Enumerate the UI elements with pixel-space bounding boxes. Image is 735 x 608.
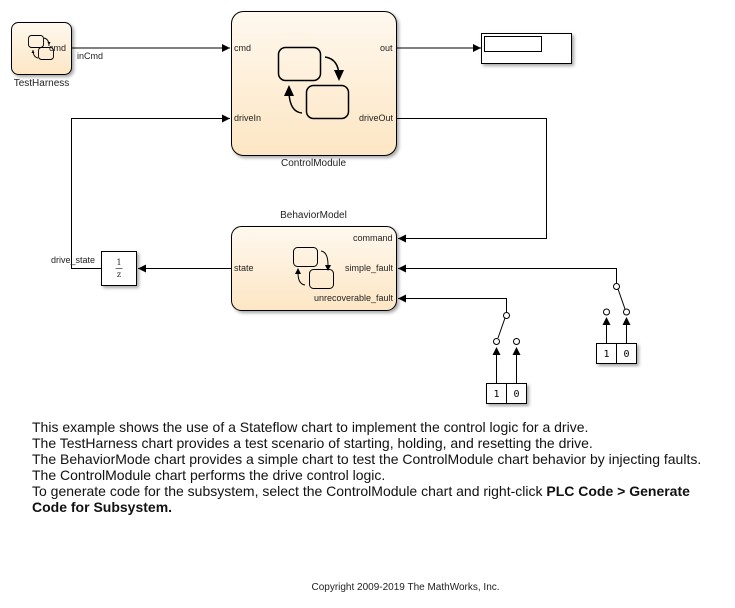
port-label-drivein: driveIn — [234, 113, 262, 123]
line-driveout[interactable] — [397, 118, 547, 243]
description-line-generate: To generate code for the subsystem, sele… — [32, 483, 702, 515]
description-line: The ControlModule chart performs the dri… — [32, 467, 386, 483]
block-name-behaviormodel[interactable]: BehaviorModel — [280, 210, 347, 221]
transition-arrow-icon — [31, 42, 51, 53]
test-harness-block[interactable] — [11, 22, 72, 75]
constant-zero: 0 — [623, 349, 629, 360]
stateflow-chart-icon — [293, 247, 334, 289]
port-label-driveout: driveOut — [359, 113, 394, 123]
manual-switch-b[interactable] — [602, 283, 631, 345]
manual-switch-a[interactable] — [492, 312, 521, 385]
menu-path-text: PLC Code > Generate Code for Subsystem. — [32, 483, 690, 515]
port-label-cmd: cmd — [234, 43, 252, 53]
port-label-simple-fault: simple_fault — [345, 263, 394, 273]
line-unrecoverable-fault[interactable] — [398, 294, 507, 313]
signal-lines — [71, 44, 617, 313]
signal-label-incmd[interactable]: inCmd — [77, 51, 104, 61]
signal-label-drive-state[interactable]: drive_state — [51, 255, 96, 265]
unit-delay-numerator: 1 — [116, 258, 121, 267]
line-drive-state[interactable] — [71, 114, 231, 269]
control-module-block[interactable] — [231, 11, 397, 156]
port-label-command: command — [353, 233, 393, 243]
block-name-controlmodule[interactable]: ControlModule — [280, 158, 347, 169]
transition-arrow-icon — [284, 70, 344, 96]
line-simple-fault[interactable] — [398, 264, 617, 284]
constant-zero: 0 — [513, 389, 519, 400]
description-line: The TestHarness chart provides a test sc… — [32, 435, 593, 451]
port-label-testharness-cmd: cmd — [49, 43, 67, 53]
port-label-unrecoverable-fault: unrecoverable_fault — [314, 293, 394, 303]
port-label-state: state — [234, 263, 254, 273]
display-value-field — [484, 36, 542, 52]
block-name-testharness[interactable]: TestHarness — [13, 78, 70, 89]
constant-pair-b[interactable]: 1 0 — [596, 343, 637, 364]
description-annotation: This example shows the use of a Stateflo… — [32, 419, 722, 515]
transition-arrow-icon — [295, 265, 331, 274]
unit-delay-denominator: z — [117, 270, 121, 279]
description-generate-text: To generate code for the subsystem, sele… — [32, 483, 547, 499]
description-line: The BehaviorMode chart provides a simple… — [32, 451, 702, 467]
constant-one: 1 — [603, 349, 609, 360]
unit-delay-block[interactable]: 1 z — [101, 251, 137, 286]
port-label-out: out — [380, 43, 393, 53]
display-block[interactable] — [481, 33, 572, 64]
behavior-model-block[interactable] — [231, 226, 397, 311]
constant-pair-a[interactable]: 1 0 — [486, 383, 527, 404]
description-line: This example shows the use of a Stateflo… — [32, 419, 589, 435]
constant-one: 1 — [493, 389, 499, 400]
copyright-text: Copyright 2009-2019 The MathWorks, Inc. — [311, 582, 500, 593]
